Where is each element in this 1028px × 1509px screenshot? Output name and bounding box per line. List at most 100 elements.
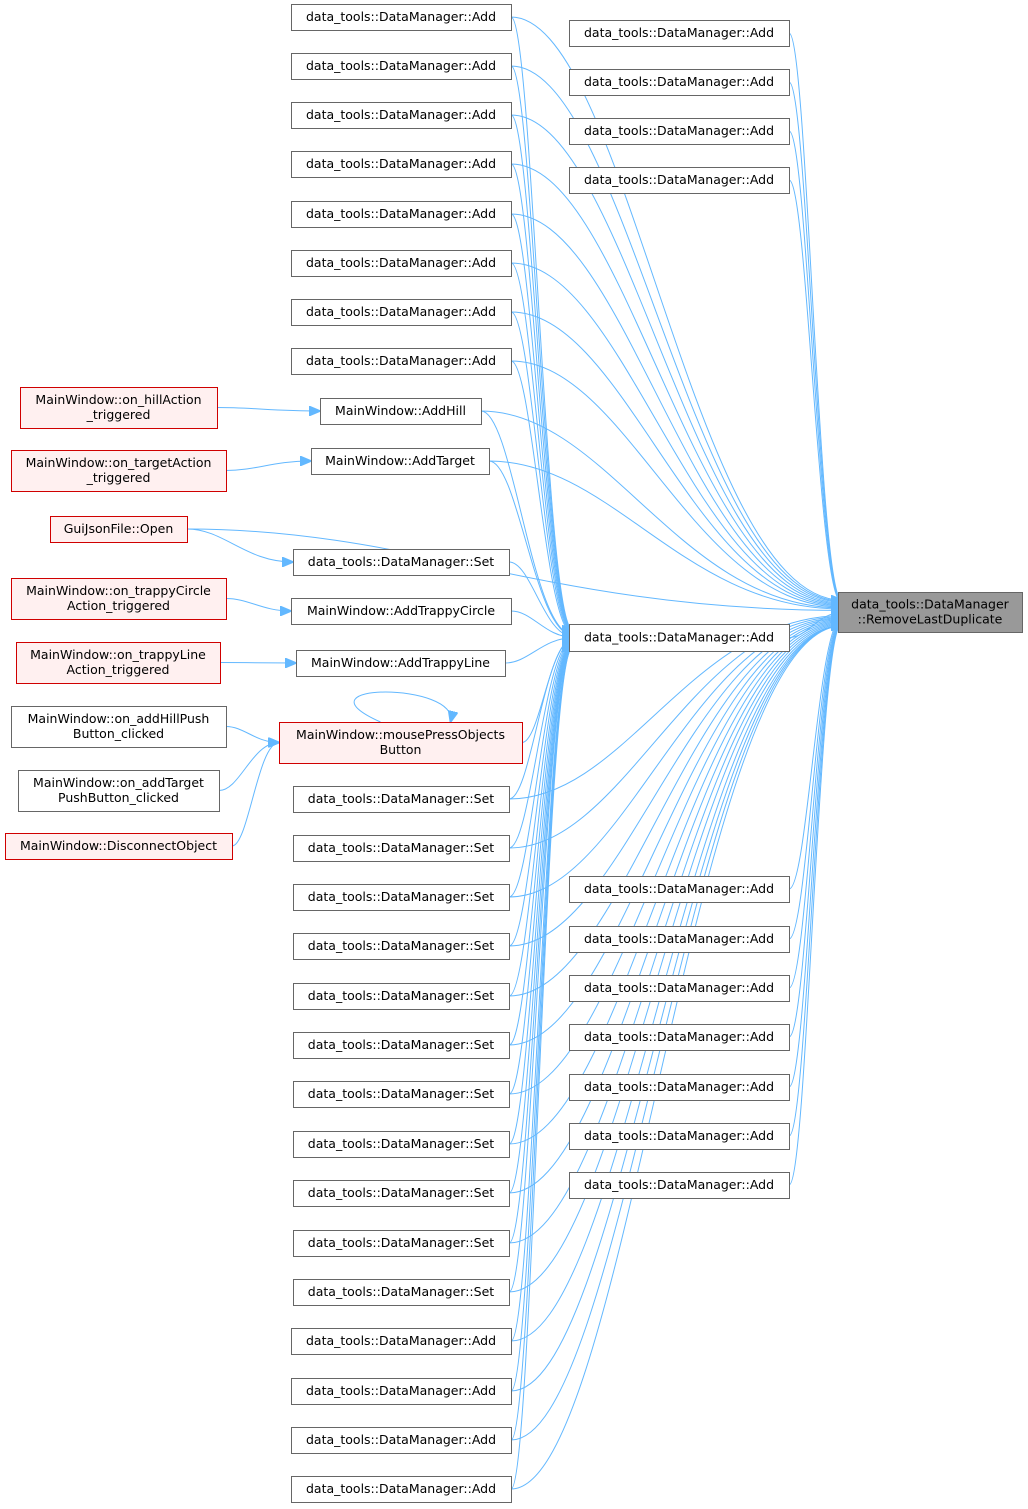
node-s8[interactable]: data_tools::DataManager::Set <box>293 1131 510 1158</box>
node-b2[interactable]: data_tools::DataManager::Add <box>291 1378 512 1405</box>
node-box <box>569 975 790 1002</box>
node-box <box>293 549 510 576</box>
node-r5[interactable]: data_tools::DataManager::Add <box>569 876 790 903</box>
edge-s8-to-hub <box>508 644 573 1145</box>
node-label: data_tools::DataManager::Add <box>584 74 774 89</box>
node-box <box>11 578 227 620</box>
node-m4[interactable]: data_tools::DataManager::Add <box>291 151 512 178</box>
edge-m4-to-hub <box>510 163 573 632</box>
edge-m7-to-target <box>510 311 842 606</box>
node-box <box>291 1328 512 1355</box>
edge-s10-to-hub <box>508 645 573 1244</box>
node-label: data_tools::DataManager::Set <box>308 1235 494 1250</box>
node-m5[interactable]: data_tools::DataManager::Add <box>291 201 512 228</box>
node-label: data_tools::DataManager::Set <box>308 1185 494 1200</box>
node-s1[interactable]: data_tools::DataManager::Set <box>293 786 510 813</box>
node-r4[interactable]: data_tools::DataManager::Add <box>569 167 790 194</box>
node-r3[interactable]: data_tools::DataManager::Add <box>569 118 790 145</box>
node-label: data_tools::DataManager::Add <box>584 1079 774 1094</box>
node-s2[interactable]: data_tools::DataManager::Set <box>293 835 510 862</box>
node-s5[interactable]: data_tools::DataManager::Set <box>293 983 510 1010</box>
node-addtarget[interactable]: MainWindow::AddTarget <box>311 448 490 475</box>
node-box <box>569 624 790 652</box>
node-hub[interactable]: data_tools::DataManager::Add <box>569 624 790 652</box>
node-box <box>291 102 512 129</box>
edge-r4-to-target <box>788 179 842 603</box>
edge-s5-to-hub <box>508 642 573 997</box>
node-b4[interactable]: data_tools::DataManager::Add <box>291 1476 512 1503</box>
node-target[interactable]: data_tools::DataManager::RemoveLastDupli… <box>838 592 1023 633</box>
node-addline[interactable]: MainWindow::AddTrappyLine <box>296 650 506 677</box>
node-label: data_tools::DataManager::Set <box>308 988 494 1003</box>
node-online[interactable]: MainWindow::on_trappyLineAction_triggere… <box>16 642 221 684</box>
node-s9[interactable]: data_tools::DataManager::Set <box>293 1180 510 1207</box>
node-s7[interactable]: data_tools::DataManager::Set <box>293 1081 510 1108</box>
edge-r9-to-target <box>788 622 842 1088</box>
node-r8[interactable]: data_tools::DataManager::Add <box>569 1024 790 1051</box>
node-box <box>11 706 227 748</box>
node-label: Action_triggered <box>67 598 170 613</box>
edge-m1-to-target <box>510 16 842 600</box>
node-oncircle[interactable]: MainWindow::on_trappyCircleAction_trigge… <box>11 578 227 620</box>
node-label: data_tools::DataManager::Add <box>584 1177 774 1192</box>
node-r10[interactable]: data_tools::DataManager::Add <box>569 1123 790 1150</box>
edge-r10-to-target <box>788 622 842 1137</box>
node-r6[interactable]: data_tools::DataManager::Add <box>569 926 790 953</box>
node-s6[interactable]: data_tools::DataManager::Set <box>293 1032 510 1059</box>
node-onaddtarget[interactable]: MainWindow::on_addTargetPushButton_click… <box>18 770 220 812</box>
edge-m7-to-hub <box>510 311 573 634</box>
node-label: MainWindow::on_targetAction <box>26 455 212 470</box>
node-r9[interactable]: data_tools::DataManager::Add <box>569 1074 790 1101</box>
node-b3[interactable]: data_tools::DataManager::Add <box>291 1427 512 1454</box>
node-m2[interactable]: data_tools::DataManager::Add <box>291 53 512 80</box>
node-r11[interactable]: data_tools::DataManager::Add <box>569 1172 790 1199</box>
node-onhill[interactable]: MainWindow::on_hillAction_triggered <box>20 387 218 429</box>
node-box <box>291 4 512 31</box>
node-r2[interactable]: data_tools::DataManager::Add <box>569 69 790 96</box>
edge-online-to-addline <box>219 663 296 664</box>
node-label: data_tools::DataManager::Add <box>306 1432 496 1447</box>
node-r7[interactable]: data_tools::DataManager::Add <box>569 975 790 1002</box>
edge-s6-to-hub <box>508 642 573 1046</box>
edge-m6-to-target <box>510 262 842 605</box>
node-label: data_tools::DataManager::Add <box>306 58 496 73</box>
node-m7[interactable]: data_tools::DataManager::Add <box>291 299 512 326</box>
node-box <box>11 450 227 492</box>
node-b1[interactable]: data_tools::DataManager::Add <box>291 1328 512 1355</box>
node-label: data_tools::DataManager::Set <box>308 791 494 806</box>
node-m1[interactable]: data_tools::DataManager::Add <box>291 4 512 31</box>
node-m3[interactable]: data_tools::DataManager::Add <box>291 102 512 129</box>
node-label: data_tools::DataManager::Add <box>584 1029 774 1044</box>
edge-b4-to-hub <box>510 647 573 1490</box>
node-label: MainWindow::on_trappyLine <box>30 647 206 662</box>
node-set0[interactable]: data_tools::DataManager::Set <box>293 549 510 576</box>
node-label: data_tools::DataManager::Add <box>584 1128 774 1143</box>
node-label: data_tools::DataManager::Set <box>308 938 494 953</box>
edge-layer <box>186 16 842 1490</box>
node-m8[interactable]: data_tools::DataManager::Add <box>291 348 512 375</box>
node-s11[interactable]: data_tools::DataManager::Set <box>293 1279 510 1306</box>
node-s4[interactable]: data_tools::DataManager::Set <box>293 933 510 960</box>
node-box <box>20 387 218 429</box>
node-disconnect[interactable]: MainWindow::DisconnectObject <box>5 833 233 860</box>
node-addcircle[interactable]: MainWindow::AddTrappyCircle <box>291 598 512 625</box>
edge-m5-to-hub <box>510 213 573 632</box>
edge-r11-to-target <box>788 623 842 1186</box>
node-box <box>291 151 512 178</box>
node-label: data_tools::DataManager::Add <box>306 353 496 368</box>
node-ontarget[interactable]: MainWindow::on_targetAction_triggered <box>11 450 227 492</box>
node-box <box>569 20 790 47</box>
node-s10[interactable]: data_tools::DataManager::Set <box>293 1230 510 1257</box>
node-r1[interactable]: data_tools::DataManager::Add <box>569 20 790 47</box>
edge-r3-to-target <box>788 130 842 602</box>
node-box <box>16 642 221 684</box>
node-open[interactable]: GuiJsonFile::Open <box>50 516 188 543</box>
node-label: _triggered <box>86 470 151 485</box>
node-m6[interactable]: data_tools::DataManager::Add <box>291 250 512 277</box>
node-s3[interactable]: data_tools::DataManager::Set <box>293 884 510 911</box>
node-label: Button <box>380 742 422 757</box>
node-addhill[interactable]: MainWindow::AddHill <box>320 398 482 425</box>
node-box <box>291 250 512 277</box>
